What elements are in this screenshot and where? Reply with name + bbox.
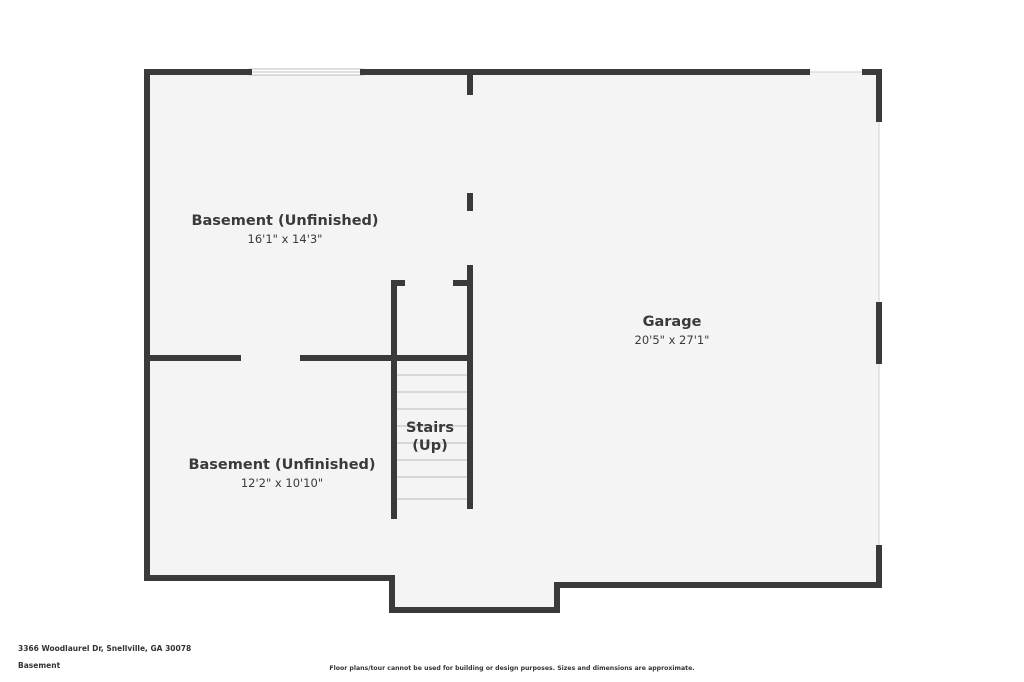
room-label-basement-upper: Basement (Unfinished) 16'1" x 14'3" bbox=[191, 212, 378, 247]
room-name: Garage bbox=[642, 314, 702, 330]
room-name: Basement (Unfinished) bbox=[188, 457, 376, 473]
footer-disclaimer: Floor plans/tour cannot be used for buil… bbox=[329, 665, 695, 672]
room-dims: 12'2" x 10'10" bbox=[240, 476, 324, 490]
stairs-name-line1: Stairs bbox=[406, 420, 454, 436]
room-name: Basement (Unfinished) bbox=[191, 213, 379, 229]
room-label-basement-lower: Basement (Unfinished) 12'2" x 10'10" bbox=[188, 456, 375, 491]
room-dims: 20'5" x 27'1" bbox=[634, 333, 710, 347]
windows bbox=[248, 68, 880, 545]
stairs-name-line2: (Up) bbox=[412, 438, 448, 454]
walls bbox=[144, 69, 882, 613]
room-label-garage: Garage 20'5" x 27'1" bbox=[635, 313, 710, 348]
footer-floor-name: Basement bbox=[18, 661, 61, 670]
footer-address: 3366 Woodlaurel Dr, Snellville, GA 30078 bbox=[18, 644, 192, 653]
stair-treads bbox=[397, 374, 467, 500]
floor-area bbox=[147, 72, 879, 610]
room-dims: 16'1" x 14'3" bbox=[247, 232, 323, 246]
room-label-stairs: Stairs (Up) bbox=[406, 419, 454, 455]
